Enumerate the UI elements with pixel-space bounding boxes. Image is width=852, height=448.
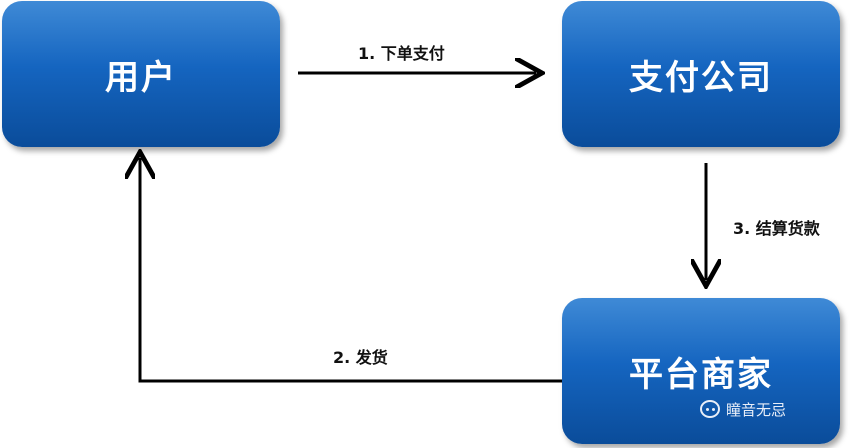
node-merchant: 平台商家 xyxy=(562,298,840,444)
node-merchant-label: 平台商家 xyxy=(629,354,773,395)
wechat-icon xyxy=(700,400,720,418)
edge-label-order-pay: 1. 下单支付 xyxy=(358,44,445,63)
node-payment-company: 支付公司 xyxy=(562,1,840,147)
watermark-text: 瞳音无忌 xyxy=(726,400,787,419)
edge-label-settle: 3. 结算货款 xyxy=(733,219,820,238)
node-user: 用户 xyxy=(2,1,280,147)
node-payment-company-label: 支付公司 xyxy=(629,57,773,98)
arrow-ship xyxy=(140,158,562,383)
edge-label-ship: 2. 发货 xyxy=(333,348,388,367)
watermark: 瞳音无忌 xyxy=(700,398,786,420)
node-user-label: 用户 xyxy=(105,57,177,98)
